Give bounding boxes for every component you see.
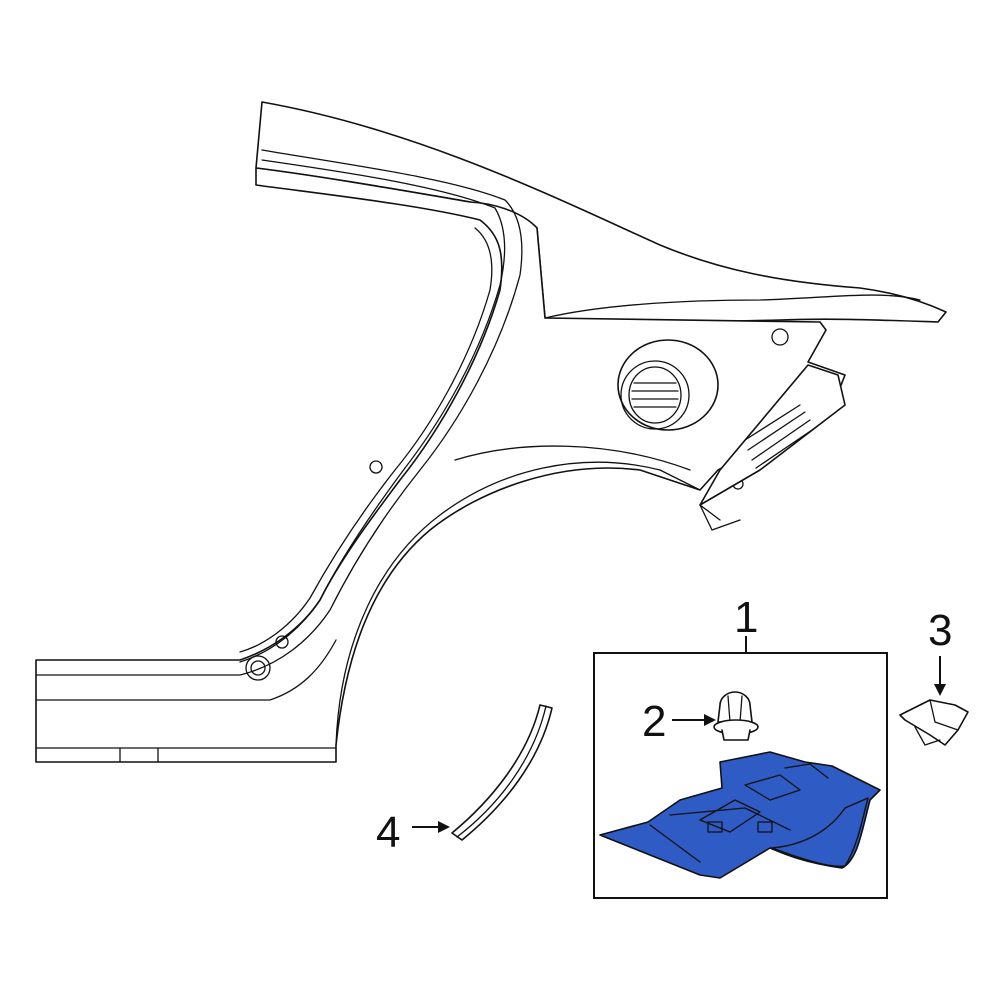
panel-assembly-box: [593, 636, 888, 899]
callout-3-label: 3: [928, 606, 952, 655]
callout-labels: 1 2 3 4: [376, 593, 952, 857]
fuel-door-housing: [617, 339, 719, 431]
quarter-panel-outline: [255, 101, 947, 323]
callout-1-label: 1: [734, 593, 758, 642]
callout-arrows: [412, 656, 946, 833]
callout-4-label: 4: [376, 808, 400, 857]
pillar-and-rocker: [35, 167, 846, 763]
wheel-arch-molding: [451, 704, 553, 841]
tail-lamp-bracket: [699, 364, 846, 531]
retainer-clip: [899, 699, 969, 746]
callout-2-label: 2: [642, 697, 666, 746]
push-clip: [713, 691, 759, 741]
lower-panel-assembly: [599, 751, 881, 879]
quarter-panel-body: [35, 101, 947, 763]
